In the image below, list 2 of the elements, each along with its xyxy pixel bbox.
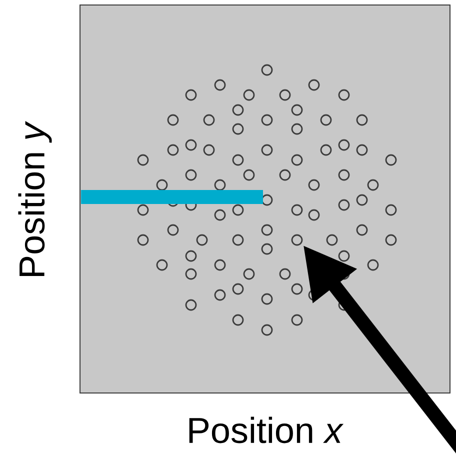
axis-label: Position x — [189, 416, 344, 444]
axis-label: Position y — [18, 121, 52, 276]
